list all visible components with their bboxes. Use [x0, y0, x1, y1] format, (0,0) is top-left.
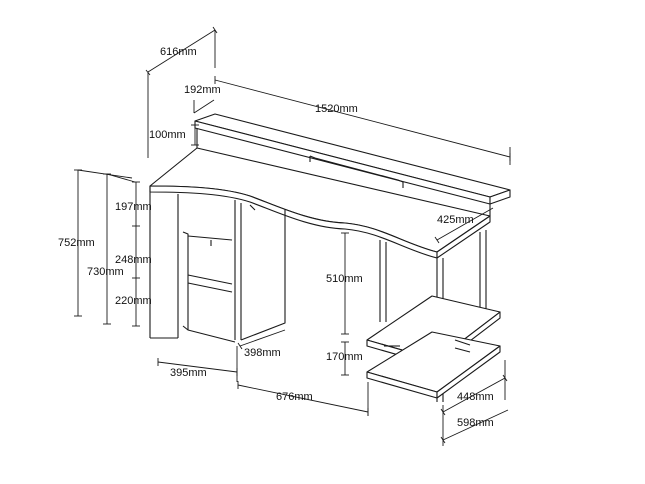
label-gap-bottom: 220mm: [115, 295, 152, 307]
label-overall-height: 752mm: [58, 237, 95, 249]
top-shelf: [194, 113, 511, 216]
desk-top: [149, 147, 491, 259]
label-top-depth: 616mm: [160, 46, 197, 58]
label-cabinet-depth: 395mm: [170, 367, 207, 379]
label-right-unit-depth: 448mm: [457, 391, 494, 403]
label-total-width: 1520mm: [315, 103, 358, 115]
left-cabinet: [149, 186, 286, 343]
label-shelf-height: 100mm: [149, 129, 186, 141]
label-cabinet-width: 398mm: [244, 347, 281, 359]
label-shelf-depth: 192mm: [184, 84, 221, 96]
label-gap-middle: 248mm: [115, 254, 152, 266]
label-knee-height: 510mm: [326, 273, 363, 285]
label-right-unit-width: 598mm: [457, 417, 494, 429]
label-return-depth: 425mm: [437, 214, 474, 226]
dimension-lines: [74, 26, 511, 446]
label-leg-opening: 676mm: [276, 391, 313, 403]
label-gap-top: 197mm: [115, 201, 152, 213]
desk-body: [149, 113, 511, 402]
dimension-labels: 616mm 192mm 1520mm 100mm 752mm 730mm 197…: [58, 46, 494, 429]
right-unit: [366, 230, 501, 402]
label-shelf-gap: 170mm: [326, 351, 363, 363]
label-desk-height: 730mm: [87, 266, 124, 278]
